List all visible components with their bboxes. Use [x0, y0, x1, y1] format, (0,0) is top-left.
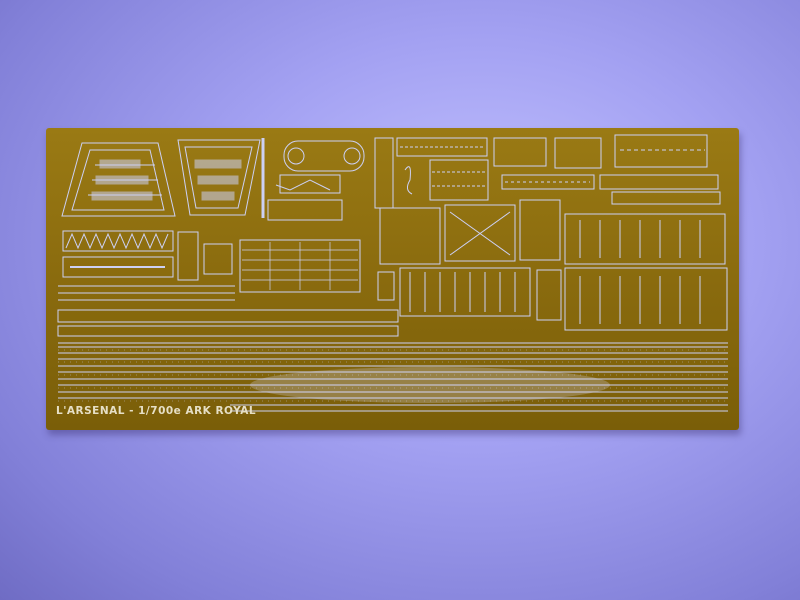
deck-grid-lines [242, 242, 358, 290]
long-railings [57, 285, 728, 412]
crane-parts [267, 140, 365, 221]
crosshatch-ladders [377, 199, 562, 321]
railing-stanchions [58, 349, 728, 402]
small-panel-b [203, 243, 233, 275]
light-reflection [250, 367, 610, 403]
ladder-strips-center [374, 137, 489, 209]
deck-grid-panel [239, 239, 361, 293]
trapezoid-frame-left [61, 142, 176, 217]
fittings-top-right [493, 134, 721, 205]
trapezoid-frame-right [177, 139, 261, 216]
small-panel-a [177, 231, 199, 281]
railing-strip [62, 230, 174, 278]
manufacturer-label: L'ARSENAL - 1/700e ARK ROYAL [56, 405, 257, 417]
arched-screens [564, 213, 728, 331]
